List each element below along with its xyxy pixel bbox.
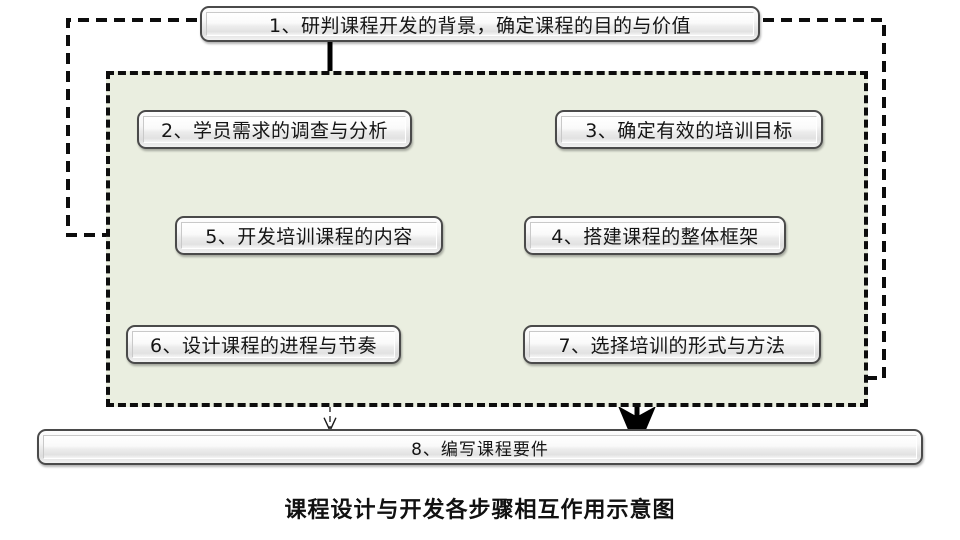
node-step7-inner: 7、选择培训的形式与方法: [529, 331, 815, 358]
node-step3-label: 3、确定有效的培训目标: [585, 120, 793, 142]
node-step1-label: 1、研判课程开发的背景，确定课程的目的与价值: [268, 14, 692, 37]
node-step2[interactable]: 2、学员需求的调查与分析: [137, 110, 412, 149]
connector-step1-to-left-loop: [66, 18, 197, 237]
node-step7-label: 7、选择培训的形式与方法: [558, 335, 786, 357]
node-step1-inner: 1、研判课程开发的背景，确定课程的目的与价值: [206, 12, 754, 37]
node-step5-label: 5、开发培训课程的内容: [205, 226, 413, 248]
node-step3-inner: 3、确定有效的培训目标: [561, 116, 817, 143]
node-step5-inner: 5、开发培训课程的内容: [181, 222, 437, 249]
node-step7[interactable]: 7、选择培训的形式与方法: [523, 325, 821, 364]
node-step3[interactable]: 3、确定有效的培训目标: [555, 110, 823, 149]
node-step4-label: 4、搭建课程的整体框架: [551, 226, 759, 248]
node-step1[interactable]: 1、研判课程开发的背景，确定课程的目的与价值: [200, 6, 760, 42]
node-step6-inner: 6、设计课程的进程与节奏: [132, 331, 395, 358]
connector-step1-to-right-loop: [763, 18, 886, 380]
node-step8-inner: 8、编写课程要件: [43, 435, 917, 460]
node-step6[interactable]: 6、设计课程的进程与节奏: [126, 325, 401, 364]
node-step8-label: 8、编写课程要件: [411, 439, 549, 460]
node-step2-label: 2、学员需求的调查与分析: [160, 120, 389, 142]
node-step2-inner: 2、学员需求的调查与分析: [143, 116, 406, 143]
node-step4-inner: 4、搭建课程的整体框架: [530, 222, 780, 249]
node-step6-label: 6、设计课程的进程与节奏: [149, 335, 378, 357]
node-step5[interactable]: 5、开发培训课程的内容: [175, 216, 443, 255]
node-step8[interactable]: 8、编写课程要件: [37, 429, 923, 465]
diagram-title: 课程设计与开发各步骤相互作用示意图: [284, 498, 676, 523]
node-step4[interactable]: 4、搭建课程的整体框架: [524, 216, 786, 255]
